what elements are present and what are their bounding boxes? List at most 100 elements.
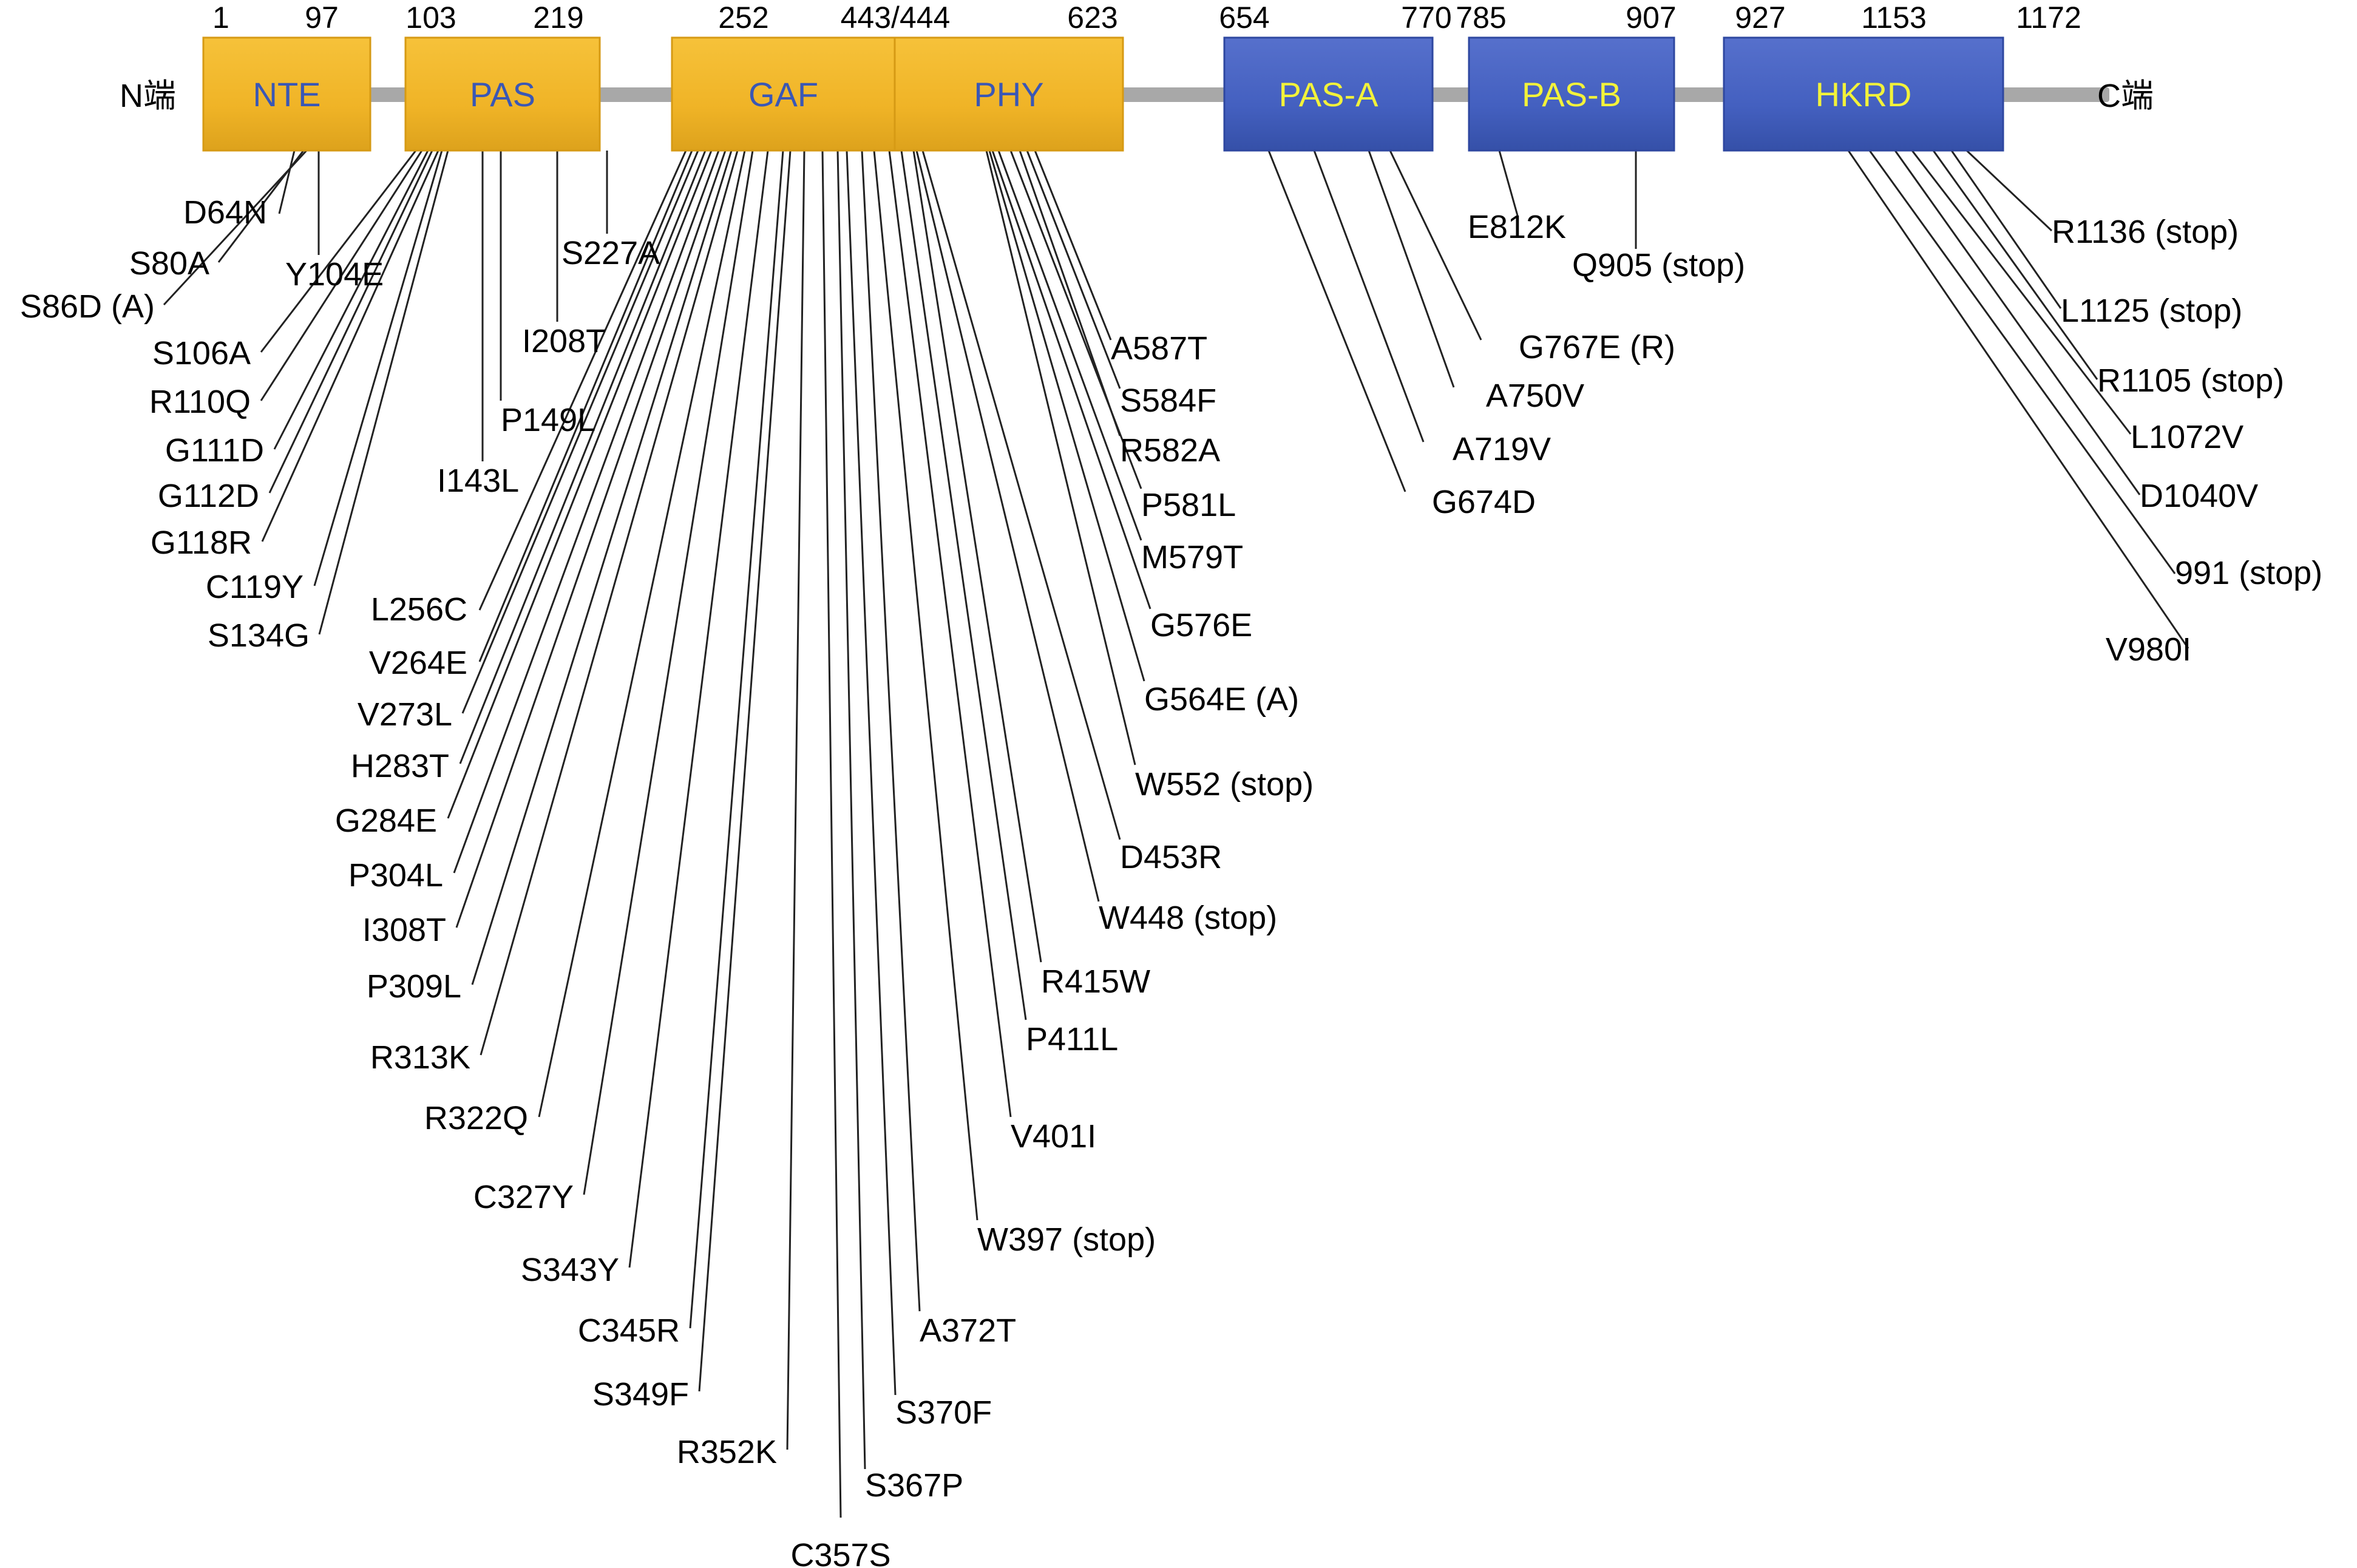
mutation-label: P411L (1026, 1021, 1118, 1057)
mutation-connector (985, 150, 1136, 765)
domain-phy-label: PHY (974, 75, 1043, 114)
mutation-connector (698, 150, 792, 1392)
mutation-label: G576E (1150, 607, 1252, 643)
mutation-connector (1950, 150, 2062, 309)
mutation-label: A372T (920, 1312, 1016, 1349)
domain-nte: NTE (202, 36, 371, 152)
mutation-connector (478, 150, 687, 611)
mutation-label: V264E (369, 645, 467, 681)
mutation-connector (163, 149, 308, 306)
mutation-connector (628, 150, 769, 1268)
n-terminus-label: N端 (120, 78, 176, 114)
mutation-label: I308T (362, 912, 446, 948)
mutation-label: W448 (stop) (1099, 900, 1277, 936)
mutation-label: P581L (1141, 487, 1236, 523)
mutation-connector (991, 150, 1151, 609)
boundary-number: 252 (718, 1, 768, 35)
mutation-connector (1019, 150, 1121, 436)
mutation-connector (478, 150, 693, 662)
mutation-connector (1267, 150, 1406, 492)
mutation-connector (455, 150, 727, 928)
mutation-label: 991 (stop) (2175, 555, 2322, 591)
mutation-label: C327Y (473, 1179, 574, 1215)
mutation-connector (278, 150, 296, 214)
mutation-label: G112D (158, 478, 259, 514)
domain-pasb-box (1468, 36, 1675, 152)
mutation-connector (1894, 150, 2141, 495)
mutation-label: C345R (578, 1312, 680, 1349)
mutation-label: I208T (522, 323, 606, 359)
mutation-label: S349F (592, 1376, 689, 1413)
mutation-label: L1072V (2131, 419, 2243, 455)
mutation-connector (447, 150, 713, 819)
mutation-label: G674D (1432, 484, 1536, 520)
mutation-connector (480, 150, 739, 1056)
mutation-label: R1136 (stop) (2052, 214, 2239, 250)
boundary-number: 1172 (2016, 1, 2081, 35)
mutation-connector (821, 150, 842, 1518)
mutation-label: I143L (437, 463, 519, 499)
domain-gaf-label: GAF (748, 75, 818, 114)
mutation-label: S86D (A) (20, 288, 155, 325)
mutation-label: C119Y (206, 569, 304, 605)
mutation-label: D64N (183, 194, 267, 231)
domain-hkrd-label: HKRD (1816, 75, 1912, 114)
mutation-label: G111D (165, 432, 264, 469)
mutation-connector (1368, 150, 1455, 388)
mutation-label: G118R (151, 524, 252, 561)
mutation-label: R110Q (149, 384, 251, 420)
domain-pasa-label: PAS-A (1279, 75, 1379, 114)
mutation-label: V273L (358, 696, 452, 733)
mutation-connector (273, 150, 429, 450)
mutation-connector (1389, 150, 1482, 341)
mutation-label: S370F (895, 1394, 992, 1431)
boundary-number: 1 (212, 1, 229, 35)
mutation-connector (1847, 150, 2189, 649)
mutation-connector (268, 150, 433, 494)
mutation-connector (538, 150, 746, 1118)
domain-pasb-label: PAS-B (1522, 75, 1621, 114)
mutation-connector (836, 150, 866, 1470)
domain-track: NTE PAS GAF PHY PAS-A PAS-B HKRD (202, 36, 2004, 152)
mutation-label: P304L (348, 857, 443, 894)
boundary-number: 770 (1401, 1, 1451, 35)
mutation-connector (997, 150, 1142, 541)
mutation-label: S367P (865, 1467, 963, 1504)
domain-gaf: GAF (671, 36, 896, 152)
domain-nte-label: NTE (253, 75, 321, 114)
mutation-connector (1034, 150, 1112, 341)
domain-hkrd-box (1723, 36, 2004, 152)
boundary-number: 654 (1219, 1, 1269, 35)
mutation-label: Y104E (285, 256, 384, 293)
domain-pasa: PAS-A (1223, 36, 1434, 152)
mutation-label: R322Q (424, 1100, 528, 1136)
boundary-number: 443/444 (841, 1, 951, 35)
mutation-label: G284E (335, 803, 437, 839)
mutation-connector (988, 150, 1145, 682)
mutation-label: A750V (1486, 378, 1584, 414)
domain-pasb: PAS-B (1468, 36, 1675, 152)
mutation-connector (1868, 150, 2176, 574)
boundary-number: 1153 (1861, 1, 1927, 35)
mutation-label: L256C (371, 591, 467, 628)
mutation-label: P149L (501, 402, 595, 438)
mutation-label: Q905 (stop) (1572, 247, 1745, 283)
mutation-label: R313K (370, 1039, 470, 1076)
domain-pas-label: PAS (470, 75, 535, 114)
mutation-label: G564E (A) (1144, 681, 1299, 718)
mutation-label: R415W (1041, 963, 1150, 1000)
domain-pas: PAS (404, 36, 601, 152)
mutation-label: P309L (367, 968, 461, 1005)
mutation-label: S343Y (521, 1252, 619, 1288)
mutation-label: S80A (129, 245, 209, 282)
mutation-label: G767E (R) (1519, 329, 1675, 365)
mutation-connector (786, 150, 805, 1450)
mutation-connector (261, 150, 439, 542)
connector-lines (163, 149, 2189, 1518)
mutation-label: V401I (1011, 1118, 1096, 1155)
mutation-label: V980I (2106, 631, 2191, 668)
mutation-connector (453, 150, 720, 874)
mutation-label: A587T (1111, 330, 1207, 367)
